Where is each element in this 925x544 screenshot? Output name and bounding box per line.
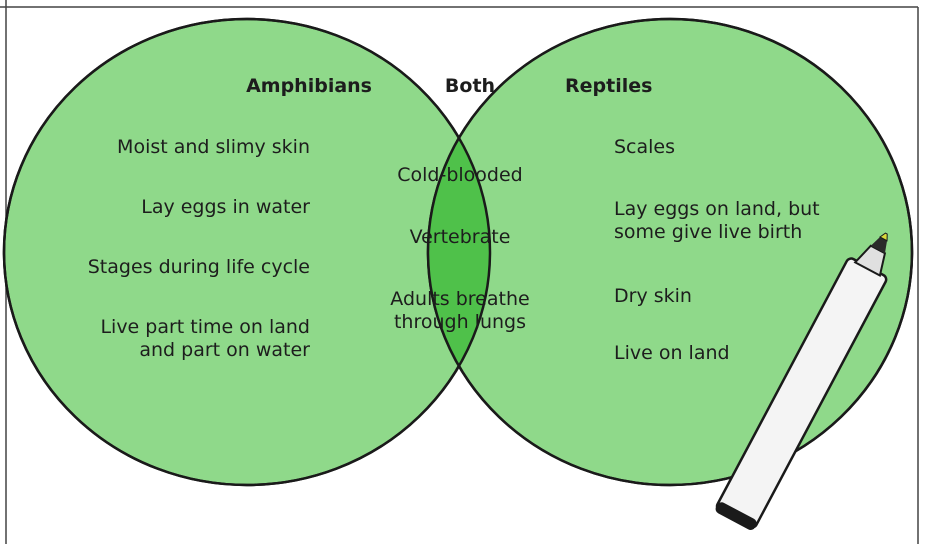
both-item-2: Vertebrate xyxy=(360,226,560,249)
reptiles-heading: Reptiles xyxy=(565,75,725,97)
amphibians-item-1: Moist and slimy skin xyxy=(50,136,310,159)
both-heading: Both xyxy=(420,75,520,97)
reptiles-item-3: Dry skin xyxy=(614,285,834,308)
amphibians-item-2: Lay eggs in water xyxy=(50,196,310,219)
amphibians-item-3: Stages during life cycle xyxy=(40,256,310,279)
amphibians-heading: Amphibians xyxy=(170,75,372,97)
reptiles-item-1: Scales xyxy=(614,136,874,159)
reptiles-item-2: Lay eggs on land, but some give live bir… xyxy=(614,198,874,244)
both-item-1: Cold-blooded xyxy=(360,164,560,187)
reptiles-item-4: Live on land xyxy=(614,342,834,365)
amphibians-item-4: Live part time on land and part on water xyxy=(50,316,310,362)
both-item-3: Adults breathe through lungs xyxy=(350,288,570,334)
